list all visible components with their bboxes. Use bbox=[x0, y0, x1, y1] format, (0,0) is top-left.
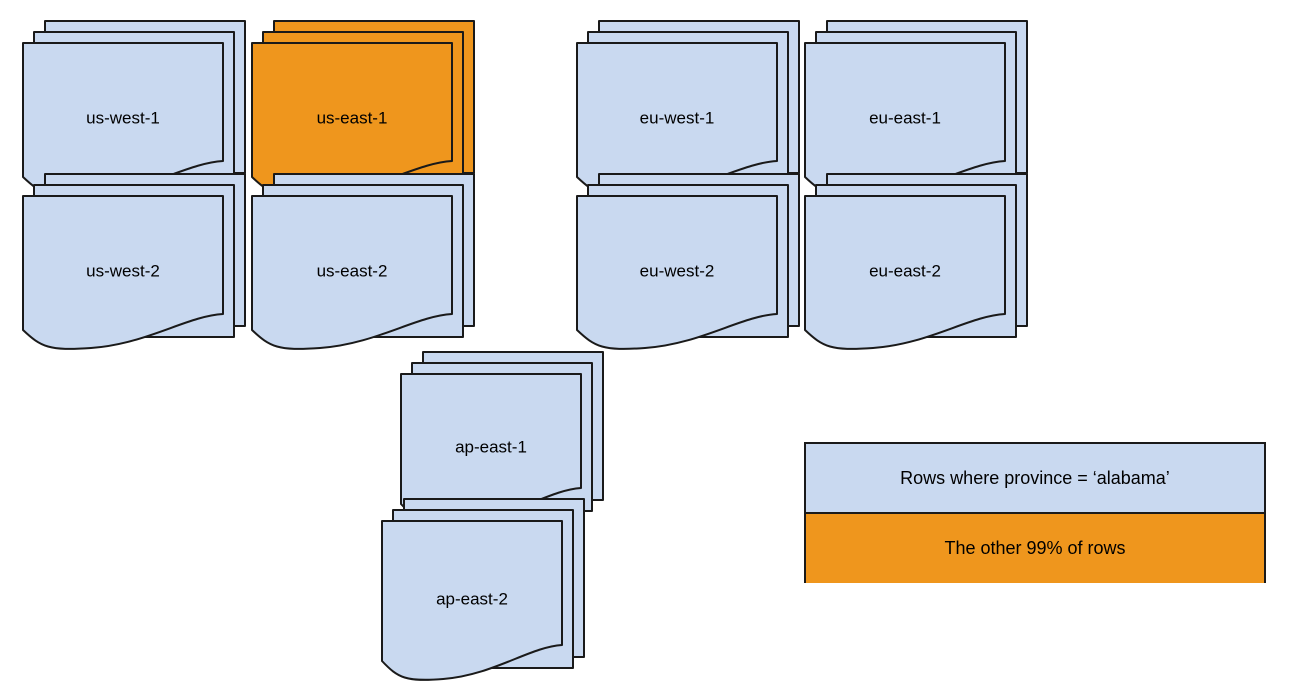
document-stack-us-east-2[interactable]: us-east-2 bbox=[250, 172, 476, 354]
legend-orange: The other 99% of rows bbox=[806, 514, 1264, 583]
document-stack-eu-east-2[interactable]: eu-east-2 bbox=[803, 172, 1029, 354]
legend-blue: Rows where province = ‘alabama’ bbox=[806, 444, 1264, 514]
document-stack-ap-east-2[interactable]: ap-east-2 bbox=[380, 497, 586, 685]
legend: Rows where province = ‘alabama’ The other… bbox=[804, 442, 1266, 583]
legend-blue-label: Rows where province = ‘alabama’ bbox=[900, 467, 1170, 488]
document-sheet-front bbox=[576, 195, 778, 350]
document-stack-us-west-2[interactable]: us-west-2 bbox=[21, 172, 247, 354]
document-stack-us-west-1[interactable]: us-west-1 bbox=[21, 19, 247, 201]
document-stack-eu-west-1[interactable]: eu-west-1 bbox=[575, 19, 801, 201]
document-sheet-front bbox=[381, 520, 563, 681]
document-sheet-front bbox=[251, 195, 453, 350]
document-stack-us-east-1[interactable]: us-east-1 bbox=[250, 19, 476, 201]
document-stack-eu-west-2[interactable]: eu-west-2 bbox=[575, 172, 801, 354]
document-sheet-front bbox=[22, 195, 224, 350]
legend-orange-label: The other 99% of rows bbox=[944, 538, 1126, 558]
document-sheet-front bbox=[804, 195, 1006, 350]
document-stack-ap-east-1[interactable]: ap-east-1 bbox=[399, 350, 605, 528]
